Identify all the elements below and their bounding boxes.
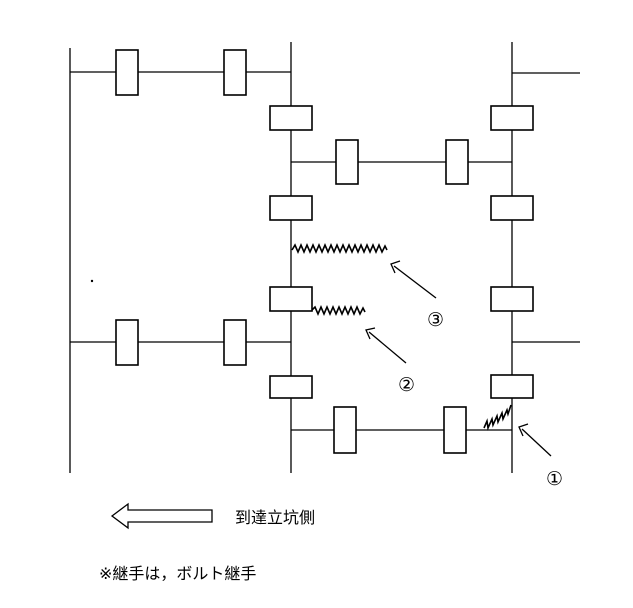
joint-left-column-1: [269, 105, 313, 131]
arrow-2-head: [365, 327, 376, 340]
joint-left-column-3: [269, 286, 313, 312]
joint-note: ※継手は，ボルト継手: [99, 564, 256, 583]
direction-label: 到達立坑側: [235, 508, 315, 527]
arrow-3-shaft: [393, 265, 437, 299]
crack-1-line: [483, 404, 512, 431]
arrow-1-shaft: [521, 428, 552, 457]
joint-right-column-4: [490, 374, 534, 399]
bolt-joints: [115, 49, 534, 454]
left-arrow-icon: [110, 502, 213, 530]
joint-mid-left-1: [115, 319, 139, 366]
joint-inner-top-2: [445, 139, 469, 185]
cracks: [291, 242, 512, 431]
callout-arrows: [365, 260, 552, 457]
joint-right-column-1: [490, 105, 534, 131]
crack-2-line: [311, 304, 366, 317]
arrow-1-head: [518, 423, 529, 437]
direction-arrow: [110, 502, 213, 530]
arrow-2-shaft: [368, 331, 407, 364]
crack-3-line: [291, 242, 388, 255]
label-crack-1: ①: [546, 468, 563, 490]
joint-inner-bottom-1: [333, 406, 357, 454]
label-crack-3: ③: [427, 309, 444, 331]
joint-left-column-4: [269, 375, 313, 399]
joint-right-column-3: [490, 286, 534, 312]
joint-inner-bottom-2: [443, 406, 467, 454]
arrow-3-head: [390, 260, 401, 274]
joint-left-column-2: [269, 195, 313, 221]
joint-top-left-2: [223, 49, 247, 96]
joint-top-left-1: [115, 49, 139, 96]
joint-inner-top-1: [335, 139, 359, 185]
joint-mid-left-2: [223, 319, 247, 366]
dot-mark: [90, 279, 94, 283]
joint-right-column-2: [490, 195, 534, 221]
label-crack-2: ②: [398, 374, 415, 396]
